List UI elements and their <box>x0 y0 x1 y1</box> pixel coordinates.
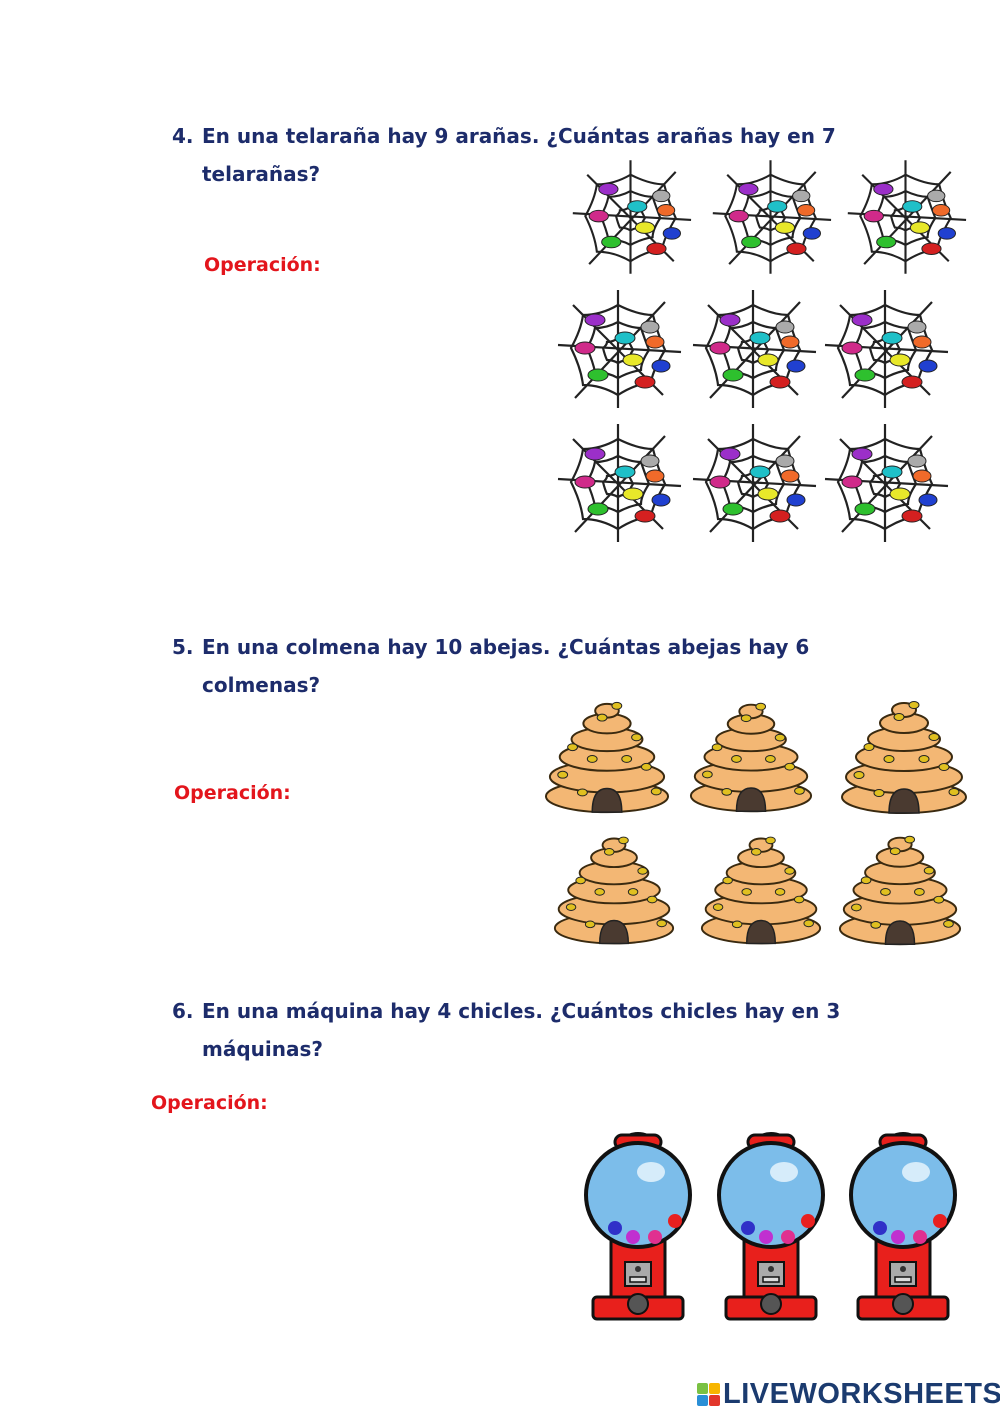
question-text: En una telaraña hay 9 arañas. ¿Cuántas a… <box>202 124 836 148</box>
logo-icon <box>697 1383 720 1406</box>
operation-label: Operación: <box>151 1092 268 1114</box>
question-text: En una colmena hay 10 abejas. ¿Cuántas a… <box>202 635 810 659</box>
beehive-image <box>543 697 671 817</box>
question-number: 6. <box>172 999 194 1023</box>
gumball-machine-image <box>716 1127 826 1322</box>
spider-web-image <box>688 424 818 544</box>
question-4: 4. En una telaraña hay 9 arañas. ¿Cuántas… <box>172 117 836 193</box>
question-text: En una máquina hay 4 chicles. ¿Cuántos c… <box>202 999 841 1023</box>
logo-text: LIVEWORKSHEETS <box>723 1378 1000 1410</box>
beehive-image <box>830 697 978 817</box>
gumball-machine-image <box>848 1127 958 1322</box>
question-5: 5. En una colmena hay 10 abejas. ¿Cuántas… <box>172 628 809 704</box>
liveworksheets-logo: LIVEWORKSHEETS <box>697 1378 1000 1411</box>
spider-web-image <box>843 158 968 278</box>
spider-web-image <box>820 290 950 410</box>
question-text-continued: telarañas? <box>202 162 321 186</box>
spider-web-image <box>708 158 833 278</box>
spider-web-image <box>820 424 950 544</box>
beehive-image <box>699 830 823 950</box>
gumball-machine-image <box>583 1127 693 1322</box>
question-number: 5. <box>172 635 194 659</box>
spider-web-image <box>553 424 683 544</box>
beehive-image <box>552 830 676 950</box>
question-6: 6. En una máquina hay 4 chicles. ¿Cuántos… <box>172 992 840 1068</box>
spider-web-image <box>568 158 693 278</box>
beehive-image <box>688 697 814 817</box>
operation-label: Operación: <box>204 254 321 276</box>
spider-web-image <box>553 290 683 410</box>
question-text-continued: colmenas? <box>202 673 321 697</box>
question-text-continued: máquinas? <box>202 1037 323 1061</box>
question-number: 4. <box>172 124 194 148</box>
beehive-image <box>837 830 963 950</box>
spider-web-image <box>688 290 818 410</box>
operation-label: Operación: <box>174 782 291 804</box>
